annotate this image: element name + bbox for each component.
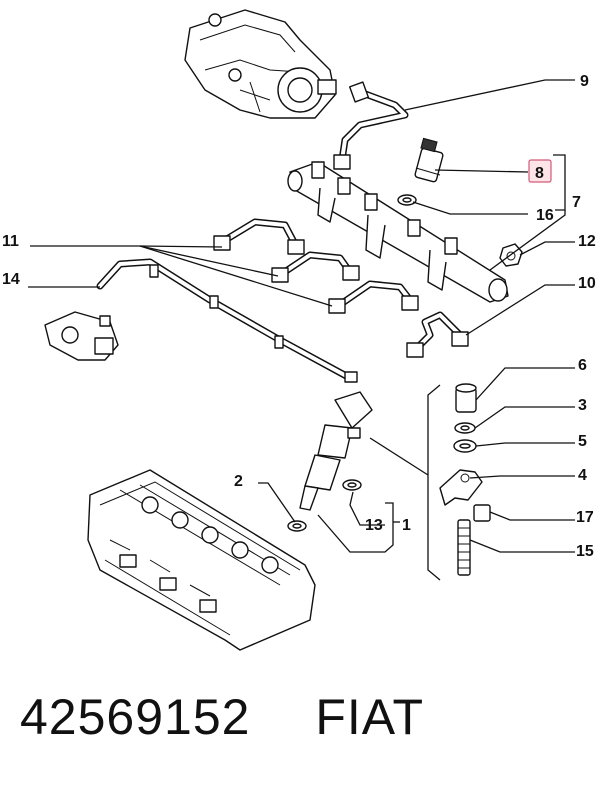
callout-9: 9 — [580, 73, 589, 90]
injector-pipes — [213, 218, 419, 314]
callout-6: 6 — [578, 357, 587, 374]
callout-4: 4 — [578, 467, 587, 484]
valve-assembly — [44, 311, 119, 361]
return-line — [96, 258, 358, 383]
highlight-box — [528, 159, 552, 183]
pipe-9 — [333, 81, 409, 170]
callout-1: 1 — [402, 517, 411, 534]
high-pressure-pump — [184, 9, 337, 119]
washer-5 — [453, 439, 477, 453]
cylinder-head — [87, 469, 316, 651]
callout-13: 13 — [365, 517, 383, 534]
part-number: 42569152 — [20, 689, 251, 745]
pipe-10 — [406, 311, 469, 358]
group-bracket — [427, 384, 441, 581]
seal-2 — [287, 520, 307, 532]
leader-lines — [28, 79, 575, 553]
washer-3 — [454, 422, 476, 434]
callout-16: 16 — [536, 207, 554, 224]
part-footer: 42569152 FIAT — [20, 688, 590, 758]
callout-8: 8 — [535, 165, 544, 182]
callout-7: 7 — [572, 194, 581, 211]
callout-14: 14 — [2, 271, 20, 288]
stud-15 — [457, 519, 471, 576]
pressure-sensor — [414, 137, 444, 183]
callout-3: 3 — [578, 397, 587, 414]
exploded-parts-diagram: 9 8 7 16 11 12 14 10 6 3 5 4 2 17 13 1 1… — [2, 9, 596, 651]
brand-name: FIAT — [315, 689, 424, 745]
nut-17 — [473, 504, 491, 522]
fuel-rail — [287, 161, 509, 303]
spacer-6 — [455, 383, 477, 413]
clamp-4 — [439, 469, 483, 506]
seal-16 — [397, 194, 417, 206]
seal-13 — [342, 479, 362, 491]
injector — [299, 391, 373, 511]
callout-5: 5 — [578, 433, 587, 450]
callout-2: 2 — [234, 473, 243, 490]
callout-10: 10 — [578, 275, 596, 292]
callout-11: 11 — [2, 233, 19, 250]
callout-17: 17 — [576, 509, 594, 526]
callout-12: 12 — [578, 233, 596, 250]
callout-15: 15 — [576, 543, 594, 560]
